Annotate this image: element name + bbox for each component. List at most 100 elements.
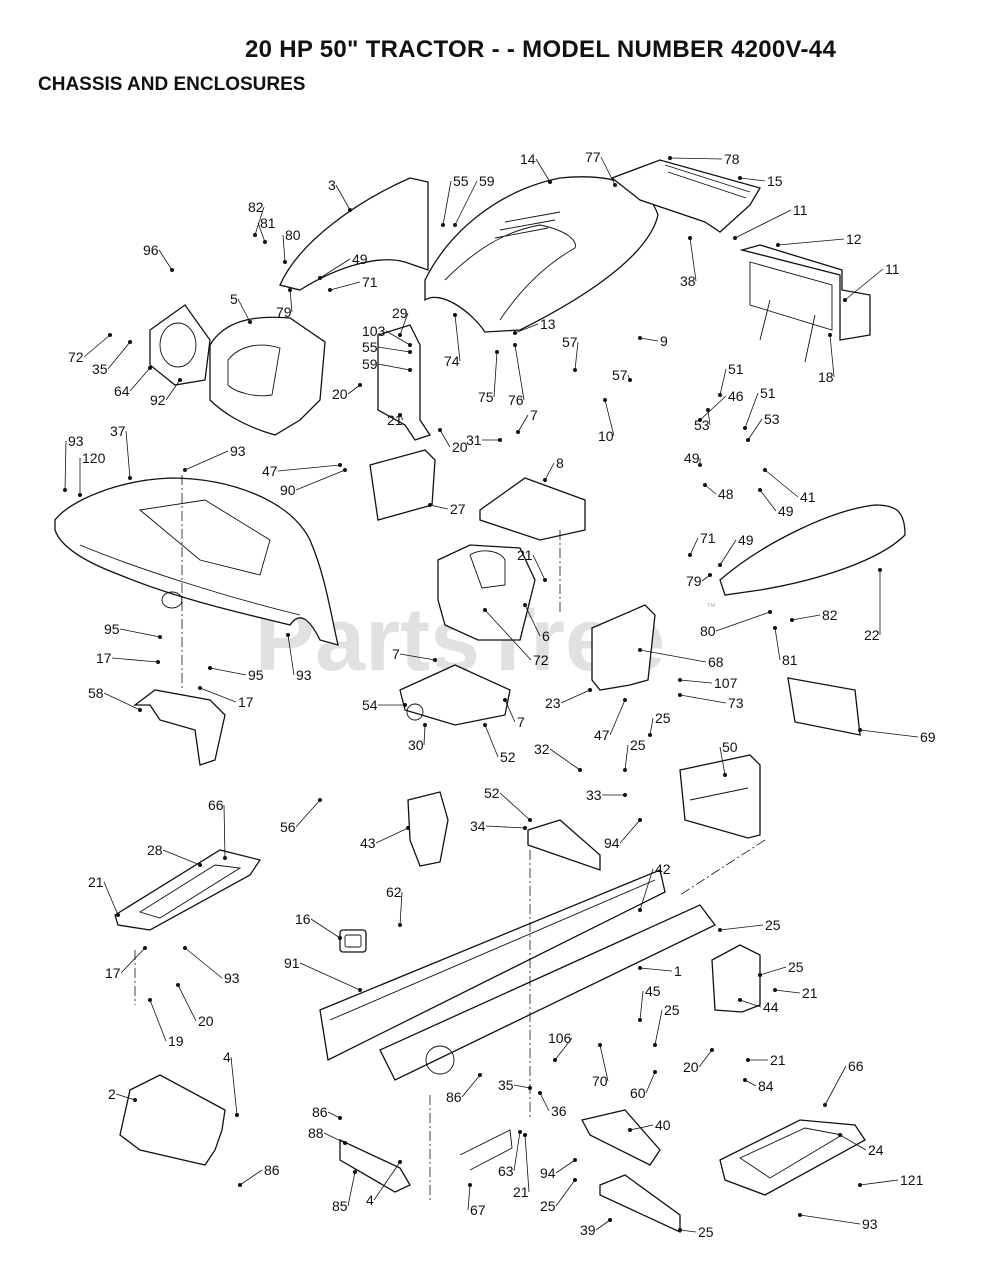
callout-leader: [719, 746, 726, 776]
callout-label: 50: [722, 739, 738, 755]
callout-anchor: [843, 298, 847, 302]
part-bracket-85: [339, 1138, 411, 1193]
callout-leader: [347, 1171, 356, 1207]
callout-leader: [514, 323, 539, 334]
part-footrest-right: [719, 1119, 866, 1196]
callout-leader: [454, 314, 461, 362]
callout-label: 7: [392, 646, 400, 662]
callout-label: 11: [885, 261, 900, 277]
callout-leader: [199, 687, 237, 703]
callout-leader: [719, 368, 727, 396]
callout-anchor: [453, 313, 457, 317]
callout-anchor: [318, 276, 322, 280]
callout-leader: [719, 539, 737, 566]
callout-leader: [504, 699, 516, 723]
part-footrest-left: [114, 849, 262, 931]
callout-anchor: [710, 1048, 714, 1052]
callout-anchor: [253, 233, 257, 237]
callout-label: 22: [864, 627, 880, 643]
callout-anchor: [148, 998, 152, 1002]
callout-leader: [639, 967, 673, 972]
callout-leader: [423, 724, 426, 746]
callout-label: 58: [88, 685, 104, 701]
callout-anchor: [648, 733, 652, 737]
callout-anchor: [878, 568, 882, 572]
callout-anchor: [406, 826, 410, 830]
callout-label: 36: [551, 1103, 567, 1119]
part-side-panel-right: [719, 504, 906, 596]
callout-anchor: [498, 438, 502, 442]
part-mount-plate-8: [479, 477, 586, 541]
part-floor-plate-30: [399, 664, 511, 726]
callout-label: 94: [540, 1165, 556, 1181]
callout-label: 56: [280, 819, 296, 835]
callout-anchor: [668, 156, 672, 160]
callout-label: 29: [392, 305, 408, 321]
callout-leader: [859, 1179, 899, 1186]
callout-leader: [689, 237, 697, 282]
callout-leader: [184, 947, 223, 979]
callout-leader: [115, 1093, 136, 1101]
callout-label: 82: [248, 199, 264, 215]
callout-label: 25: [540, 1198, 556, 1214]
callout-anchor: [703, 483, 707, 487]
part-decal-16: [339, 929, 367, 953]
callout-leader: [319, 258, 351, 279]
callout-leader: [282, 234, 286, 263]
callout-leader: [704, 484, 717, 495]
callout-anchor: [623, 698, 627, 702]
callout-anchor: [523, 1133, 527, 1137]
callout-anchor: [768, 610, 772, 614]
diagram-subtitle: CHASSIS AND ENCLOSURES: [38, 74, 306, 95]
callout-label: 21: [387, 412, 403, 428]
part-battery-cover-69: [787, 677, 861, 736]
callout-leader: [839, 1134, 867, 1151]
callout-anchor: [723, 773, 727, 777]
callout-leader: [560, 689, 591, 704]
callout-label: 103: [362, 323, 386, 339]
part-fender-rear: [54, 477, 339, 646]
callout-leader: [493, 351, 498, 398]
callout-label: 25: [765, 917, 781, 933]
callout-leader: [744, 1079, 757, 1087]
callout-anchor: [78, 493, 82, 497]
callout-label: 86: [264, 1162, 280, 1178]
callout-label: 4: [223, 1049, 231, 1065]
callout-leader: [64, 440, 67, 491]
callout-label: 1: [674, 963, 682, 979]
callout-leader: [707, 409, 711, 426]
callout-leader: [844, 268, 884, 301]
callout-anchor: [263, 240, 267, 244]
callout-label: 23: [545, 695, 561, 711]
callout-anchor: [441, 223, 445, 227]
callout-label: 27: [450, 501, 466, 517]
callout-anchor: [358, 988, 362, 992]
callout-label: 20: [198, 1013, 214, 1029]
callout-leader: [744, 392, 759, 429]
callout-anchor: [718, 393, 722, 397]
callout-label: 45: [645, 983, 661, 999]
callout-anchor: [763, 468, 767, 472]
callout-anchor: [638, 1018, 642, 1022]
callout-anchor: [733, 236, 737, 240]
callout-label: 44: [763, 999, 779, 1015]
callout-leader: [103, 881, 119, 916]
callout-anchor: [858, 1183, 862, 1187]
callout-label: 35: [498, 1077, 514, 1093]
callout-leader: [111, 657, 159, 663]
callout-leader: [429, 504, 449, 510]
callout-leader: [555, 1179, 576, 1207]
callout-leader: [310, 918, 341, 939]
callout-leader: [689, 537, 699, 556]
callout-leader: [645, 1071, 656, 1094]
part-grille-bracket: [739, 244, 871, 363]
part-bracket-39: [599, 1174, 681, 1234]
part-console: [437, 544, 536, 641]
callout-anchor: [578, 768, 582, 772]
callout-anchor: [678, 693, 682, 697]
callout-anchor: [343, 1141, 347, 1145]
callout-anchor: [708, 573, 712, 577]
callout-anchor: [628, 1128, 632, 1132]
part-hood: [424, 176, 659, 333]
